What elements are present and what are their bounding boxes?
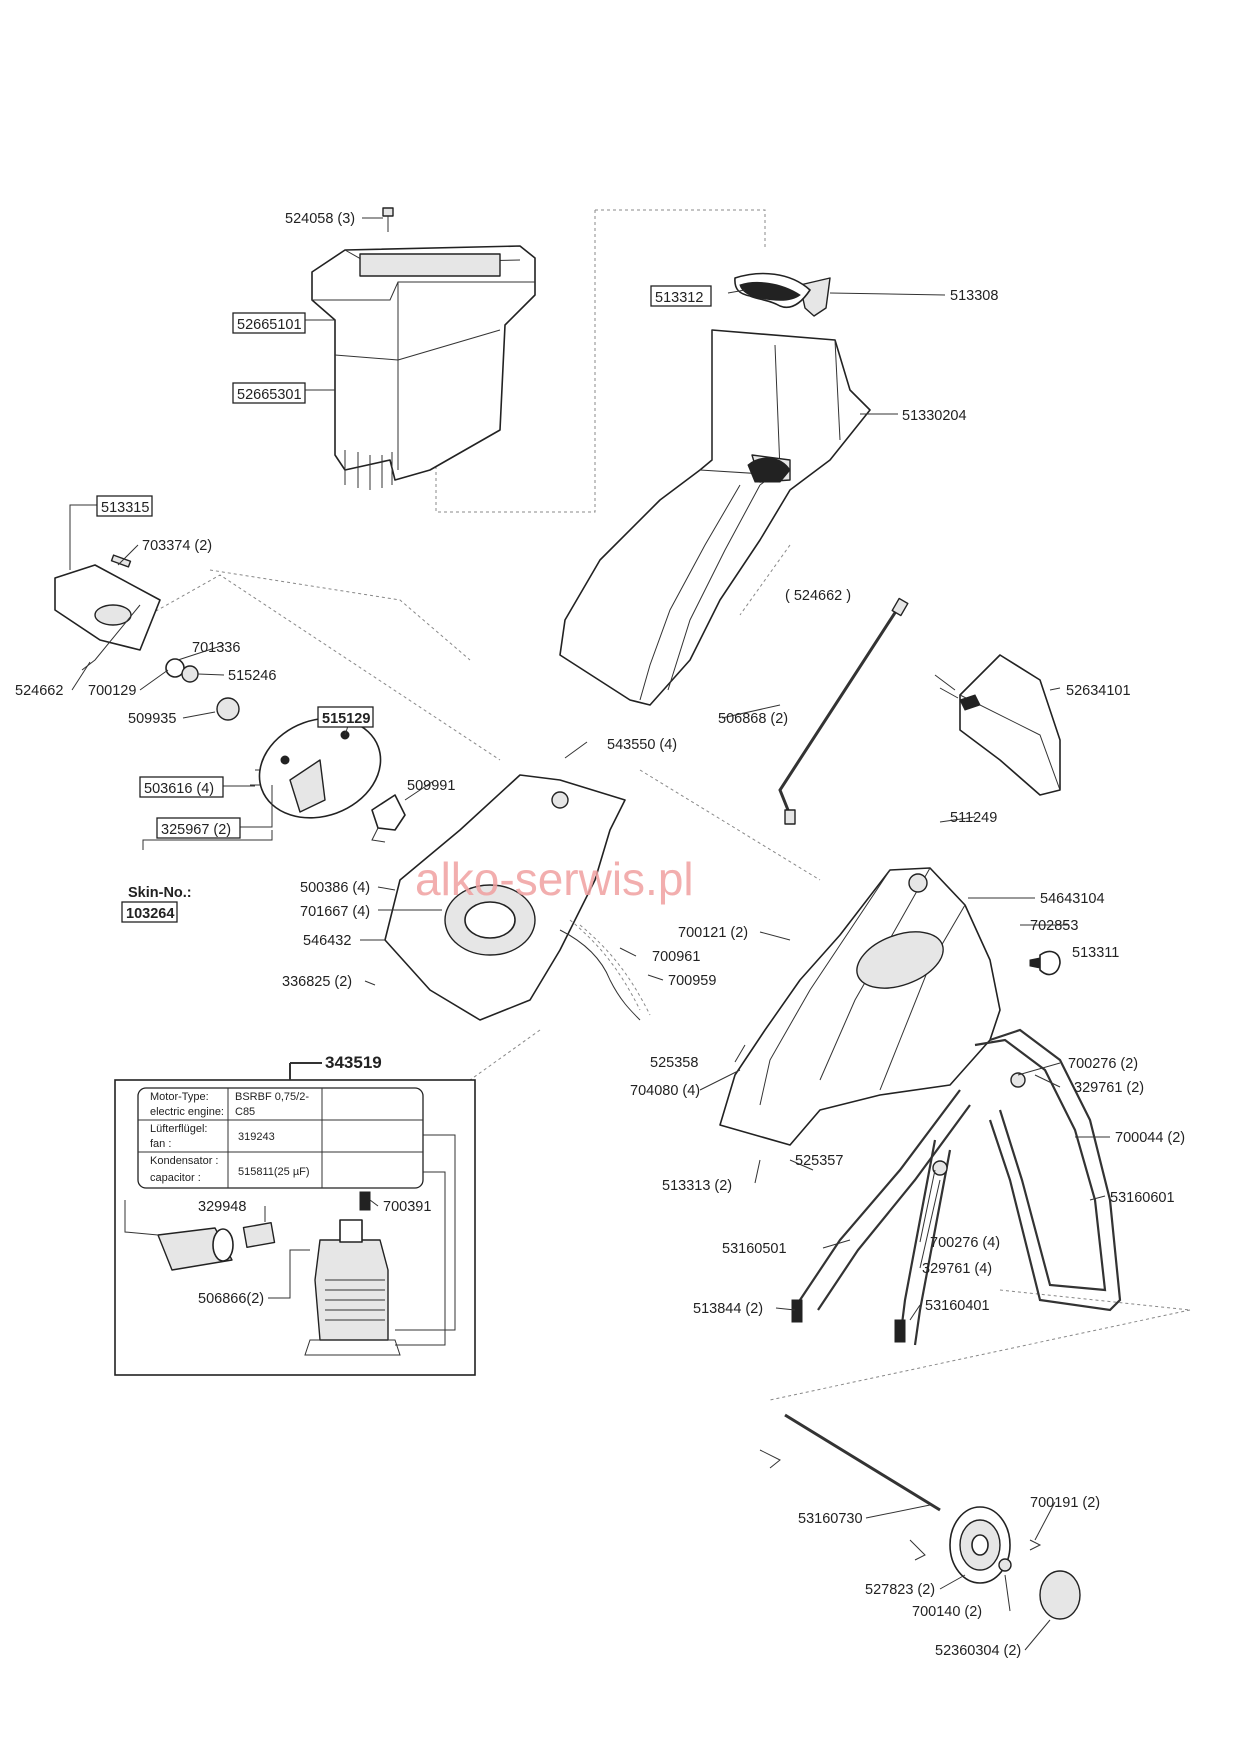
label-53160601: 53160601 bbox=[1110, 1190, 1175, 1206]
label-515129: 515129 bbox=[322, 711, 370, 727]
hopper-part bbox=[311, 245, 536, 490]
label-325967: 325967 (2) bbox=[161, 822, 231, 838]
label-525358: 525358 bbox=[650, 1055, 698, 1071]
label-700191: 700191 (2) bbox=[1030, 1495, 1100, 1511]
label-524662-paren: ( 524662 ) bbox=[785, 588, 851, 604]
label-700276-b: 700276 (4) bbox=[930, 1235, 1000, 1251]
label-704080: 704080 (4) bbox=[630, 1083, 700, 1099]
label-506866: 506866(2) bbox=[198, 1291, 264, 1307]
label-329948: 329948 bbox=[198, 1199, 246, 1215]
label-503616: 503616 (4) bbox=[144, 781, 214, 797]
screw-524058 bbox=[382, 207, 394, 232]
label-51330204: 51330204 bbox=[902, 408, 967, 424]
label-52634101: 52634101 bbox=[1066, 683, 1131, 699]
label-53160401: 53160401 bbox=[925, 1298, 990, 1314]
label-52665301: 52665301 bbox=[237, 387, 302, 403]
label-513308: 513308 bbox=[950, 288, 998, 304]
label-525357: 525357 bbox=[795, 1153, 843, 1169]
label-329761-a: 329761 (2) bbox=[1074, 1080, 1144, 1096]
watermark: alko-serwis.pl bbox=[415, 853, 694, 905]
label-500386: 500386 (4) bbox=[300, 880, 370, 896]
skin-label: Skin-No.: bbox=[128, 885, 192, 901]
spec-key2-fan: fan : bbox=[150, 1138, 171, 1150]
label-700959: 700959 bbox=[668, 973, 716, 989]
label-703374: 703374 (2) bbox=[142, 538, 212, 554]
assembly-dashed-lines bbox=[139, 209, 1191, 1401]
label-700961: 700961 bbox=[652, 949, 700, 965]
label-700276-a: 700276 (2) bbox=[1068, 1056, 1138, 1072]
skin-number: 103264 bbox=[126, 906, 174, 922]
cable-506868 bbox=[778, 597, 909, 825]
label-54643104: 54643104 bbox=[1040, 891, 1105, 907]
label-52665101: 52665101 bbox=[237, 317, 302, 333]
wheel-527823 bbox=[949, 1506, 1081, 1620]
label-515246: 515246 bbox=[228, 668, 276, 684]
spec-value-motor-type: BSRBF 0,75/2- bbox=[235, 1091, 309, 1103]
label-527823: 527823 (2) bbox=[865, 1582, 935, 1598]
springs-area bbox=[559, 919, 651, 1021]
label-336825: 336825 (2) bbox=[282, 974, 352, 990]
leader-lines bbox=[69, 217, 1110, 1651]
label-511249: 511249 bbox=[950, 810, 997, 826]
part-labels: 524058 (3) 52665101 52665301 513312 5133… bbox=[15, 211, 1185, 1659]
axle-53160730 bbox=[759, 1413, 941, 1561]
label-53160501: 53160501 bbox=[722, 1241, 787, 1257]
label-701336: 701336 bbox=[192, 640, 240, 656]
spec-value-fan: 319243 bbox=[238, 1131, 275, 1143]
label-329761-b: 329761 (4) bbox=[922, 1261, 992, 1277]
label-513313: 513313 (2) bbox=[662, 1178, 732, 1194]
switch-box-52634101 bbox=[934, 654, 1061, 796]
boxed-labels bbox=[96, 285, 712, 923]
label-513315: 513315 bbox=[101, 500, 149, 516]
bolt-509991 bbox=[371, 794, 406, 843]
label-524058: 524058 (3) bbox=[285, 211, 355, 227]
spec-value-capacitor: 515811(25 µF) bbox=[238, 1166, 310, 1178]
motor-spec-table: Motor-Type: electric engine: BSRBF 0,75/… bbox=[150, 1091, 310, 1184]
spec-key2-motor-type: electric engine: bbox=[150, 1106, 224, 1118]
motor-kit-number: 343519 bbox=[325, 1053, 382, 1072]
label-52360304: 52360304 (2) bbox=[935, 1643, 1021, 1659]
label-513844: 513844 (2) bbox=[693, 1301, 763, 1317]
feed-chute-part bbox=[559, 272, 871, 706]
housing-54643104 bbox=[719, 867, 1061, 1146]
spec-key-fan: Lüfterflügel: bbox=[150, 1123, 207, 1135]
label-509935: 509935 bbox=[128, 711, 176, 727]
label-702853: 702853 bbox=[1030, 918, 1078, 934]
label-53160730: 53160730 bbox=[798, 1511, 863, 1527]
label-700391: 700391 bbox=[383, 1199, 431, 1215]
label-546432: 546432 bbox=[303, 933, 351, 949]
label-513312: 513312 bbox=[655, 290, 703, 306]
spec-value2-motor-type: C85 bbox=[235, 1106, 255, 1118]
label-513311: 513311 bbox=[1072, 945, 1119, 961]
spec-key-motor-type: Motor-Type: bbox=[150, 1091, 209, 1103]
spec-key-capacitor: Kondensator : bbox=[150, 1155, 219, 1167]
motor-kit-illustrations bbox=[157, 1191, 401, 1356]
label-524662: 524662 bbox=[15, 683, 63, 699]
spec-key2-capacitor: capacitor : bbox=[150, 1172, 201, 1184]
blade-disc-515129 bbox=[258, 717, 382, 819]
frame-legs bbox=[791, 1028, 1122, 1346]
label-700129: 700129 bbox=[88, 683, 136, 699]
motor-kit-frame bbox=[114, 1062, 476, 1376]
base-plate-546432 bbox=[384, 774, 626, 1021]
label-701667: 701667 (4) bbox=[300, 904, 370, 920]
label-700121: 700121 (2) bbox=[678, 925, 748, 941]
label-700140: 700140 (2) bbox=[912, 1604, 982, 1620]
label-509991: 509991 bbox=[407, 778, 455, 794]
label-506868: 506868 (2) bbox=[718, 711, 788, 727]
cover-plate-513315 bbox=[54, 554, 161, 671]
label-543550: 543550 (4) bbox=[607, 737, 677, 753]
label-700044: 700044 (2) bbox=[1115, 1130, 1185, 1146]
